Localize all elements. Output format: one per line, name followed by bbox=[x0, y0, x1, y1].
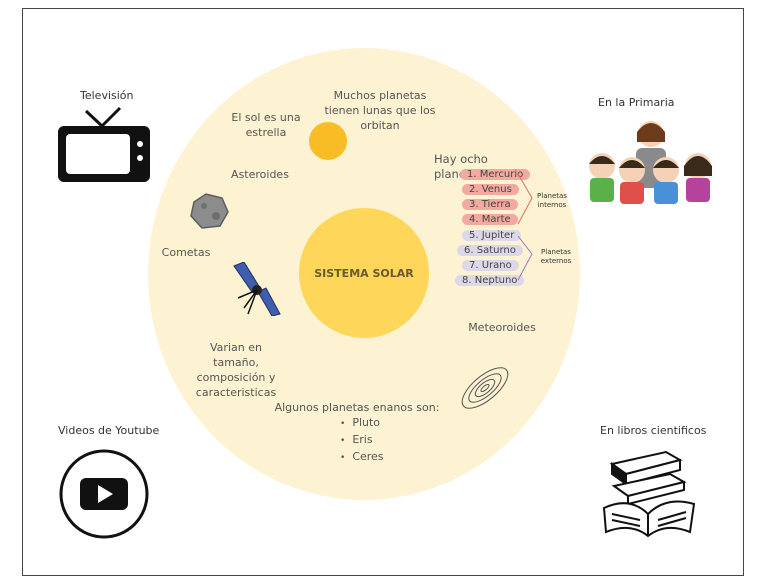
planet-3: 3. Tierra bbox=[462, 199, 518, 210]
dwarf-item-ceres: Ceres bbox=[340, 449, 383, 466]
fact-lunas: Muchos planetas tienen lunas que los orb… bbox=[324, 89, 436, 132]
fact-varian: Varian en tamaño, composición y caracter… bbox=[195, 341, 277, 399]
planet-brackets bbox=[517, 173, 533, 281]
youtube-icon bbox=[59, 449, 149, 539]
solar-system-core: SISTEMA SOLAR bbox=[299, 208, 429, 338]
label-libros: En libros cientificos bbox=[600, 424, 707, 437]
planet-4: 4. Marte bbox=[462, 214, 518, 225]
dwarf-item-pluto: Pluto bbox=[340, 415, 384, 432]
label-television: Televisión bbox=[80, 89, 134, 102]
planet-2: 2. Venus bbox=[462, 184, 519, 195]
asteroid-icon bbox=[190, 193, 229, 229]
sun-icon bbox=[309, 122, 347, 160]
outer-planets-label: Planetas externos bbox=[540, 248, 572, 265]
fact-meteoroides: Meteoroides bbox=[468, 321, 536, 334]
children-icon bbox=[589, 121, 712, 204]
planet-1: 1. Mercurio bbox=[460, 169, 531, 180]
fact-sol: El sol es una estrella bbox=[231, 111, 301, 139]
planet-5: 5. Jupiter bbox=[462, 230, 522, 241]
meteoroid-icon bbox=[461, 367, 509, 409]
television-icon bbox=[58, 106, 150, 182]
planet-7: 7. Urano bbox=[462, 260, 519, 271]
diagram-frame bbox=[22, 8, 744, 576]
label-youtube: Videos de Youtube bbox=[58, 424, 160, 437]
satellite-icon bbox=[233, 262, 281, 316]
books-icon bbox=[602, 450, 696, 538]
inner-planets-label: Planetas internos bbox=[537, 192, 567, 209]
dwarf-item-eris: Eris bbox=[340, 432, 384, 449]
planet-6: 6. Saturno bbox=[457, 245, 523, 256]
planet-8: 8. Neptuno bbox=[455, 275, 525, 286]
dwarf-list: Pluto Eris Ceres bbox=[340, 415, 384, 466]
label-primaria: En la Primaria bbox=[598, 96, 675, 109]
dwarf-heading: Algunos planetas enanos son: bbox=[274, 401, 440, 414]
fact-asteroides: Asteroides bbox=[231, 168, 289, 181]
fact-cometas: Cometas bbox=[161, 246, 211, 259]
center-title: SISTEMA SOLAR bbox=[314, 266, 414, 280]
